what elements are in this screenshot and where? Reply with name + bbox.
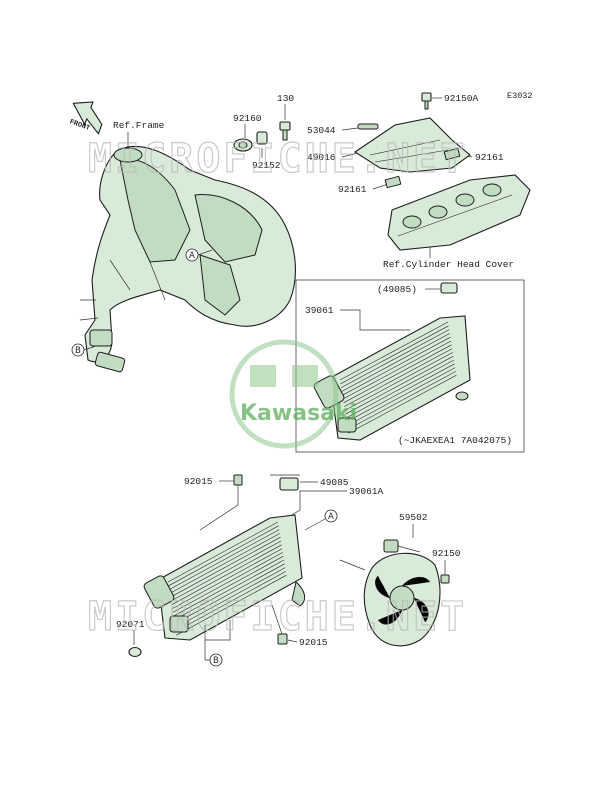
part-92160: 92160 bbox=[233, 113, 262, 124]
part-92150A: 92150A bbox=[444, 93, 479, 104]
part-49016: 49016 bbox=[307, 152, 336, 163]
callout-b-radiator: B bbox=[204, 620, 231, 667]
ref-cylinder-head-cover-label: Ref.Cylinder Head Cover bbox=[383, 259, 514, 270]
cylinder-head-cover bbox=[387, 174, 531, 251]
pad-92161-right bbox=[443, 147, 461, 161]
variant-note: (~JKAEXEA1 7A042075) bbox=[398, 435, 512, 446]
pad-92161-left bbox=[384, 175, 402, 189]
watermark-logo-text: Kawasaki bbox=[240, 401, 357, 426]
grommet-92071 bbox=[128, 646, 142, 658]
bolt-130 bbox=[279, 121, 291, 141]
bolt-92150a bbox=[421, 92, 432, 110]
svg-text:B: B bbox=[213, 656, 219, 666]
cap-49085 bbox=[270, 474, 300, 491]
svg-text:MICROFICHE.NET: MICROFICHE.NET bbox=[88, 136, 467, 182]
part-92161-left: 92161 bbox=[338, 184, 367, 195]
collar-92152 bbox=[256, 131, 268, 145]
callout-b-frame: B bbox=[71, 343, 97, 357]
callout-a-frame: A bbox=[185, 248, 213, 262]
front-arrow-icon: FRONT bbox=[68, 101, 103, 135]
part-92071: 92071 bbox=[116, 619, 145, 630]
part-39061: 39061 bbox=[305, 305, 334, 316]
part-92161-right: 92161 bbox=[475, 152, 504, 163]
diagram-code: E3032 bbox=[507, 91, 533, 101]
watermark: MICROFICHE.NET MICROFICHE.NET Kawasaki bbox=[87, 135, 467, 640]
ref-frame-label: Ref.Frame bbox=[113, 120, 165, 131]
cap-49085-boxed bbox=[440, 282, 458, 294]
part-130: 130 bbox=[277, 93, 294, 104]
part-92150: 92150 bbox=[432, 548, 461, 559]
part-39061A: 39061A bbox=[349, 486, 384, 497]
svg-text:A: A bbox=[328, 512, 334, 522]
part-53044: 53044 bbox=[307, 125, 336, 136]
heat-shield-49016 bbox=[353, 117, 471, 173]
svg-text:B: B bbox=[75, 346, 81, 356]
pin-53044 bbox=[357, 123, 379, 130]
radiator-39061a bbox=[143, 514, 306, 641]
part-92015-bottom: 92015 bbox=[299, 637, 328, 648]
bolt-92150 bbox=[440, 574, 450, 584]
part-49085: 49085 bbox=[320, 477, 349, 488]
grommet-92015-bottom bbox=[277, 633, 288, 645]
part-92015-top: 92015 bbox=[184, 476, 213, 487]
part-59502: 59502 bbox=[399, 512, 428, 523]
fan-59502 bbox=[363, 539, 441, 647]
part-49085-paren: (49085) bbox=[377, 284, 417, 295]
svg-text:MICROFICHE.NET: MICROFICHE.NET bbox=[88, 594, 467, 640]
callout-a-radiator: A bbox=[304, 509, 338, 531]
svg-text:A: A bbox=[189, 251, 195, 261]
grommet-92160 bbox=[233, 138, 253, 152]
part-92152: 92152 bbox=[252, 160, 281, 171]
grommet-92015-top bbox=[233, 474, 243, 486]
